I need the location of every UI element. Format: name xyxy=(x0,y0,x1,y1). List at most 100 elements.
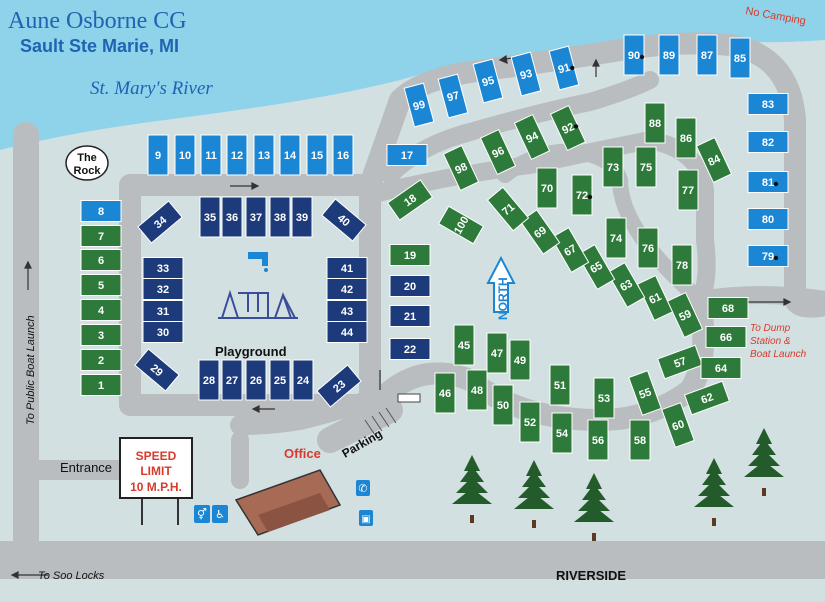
campsite-44: 44 xyxy=(326,321,368,343)
campsite-25: 25 xyxy=(269,359,291,401)
campsite-3: 3 xyxy=(80,324,122,346)
campsite-number: 28 xyxy=(203,375,215,387)
campsite-29: 29 xyxy=(134,348,180,392)
campsite-70: 70 xyxy=(536,167,558,209)
campsite-number: 98 xyxy=(453,161,469,177)
campsite-number: 26 xyxy=(250,375,262,387)
campsite-number: 39 xyxy=(296,212,308,224)
campsite-pad xyxy=(472,58,504,104)
campsite-12: 12 xyxy=(226,134,248,176)
campsite-86: 86 xyxy=(675,117,697,159)
campsite-47: 47 xyxy=(486,332,508,374)
campsite-number: 13 xyxy=(258,150,270,162)
campsite-number: 52 xyxy=(524,417,536,429)
dump-label-3: Boat Launch xyxy=(750,349,807,360)
campsite-pad xyxy=(403,82,435,128)
campsite-number: 30 xyxy=(157,327,169,339)
the-rock-marker: The Rock xyxy=(65,145,109,181)
campsite-pad xyxy=(747,208,789,230)
campsite-pad xyxy=(147,134,169,176)
campsite-pad xyxy=(80,374,122,396)
campsite-pad xyxy=(747,245,789,267)
campsite-69: 69 xyxy=(519,209,561,255)
campsite-64: 64 xyxy=(700,357,742,379)
riverside-road-label: RIVERSIDE xyxy=(556,568,626,583)
office-label-area: Office xyxy=(284,446,321,461)
campsite-59: 59 xyxy=(666,291,704,339)
campsite-pad xyxy=(675,117,697,159)
campsite-pad xyxy=(705,326,747,348)
campsite-number: 45 xyxy=(458,340,470,352)
campsite-number: 82 xyxy=(762,137,774,149)
campsite-79: 79 xyxy=(747,245,789,267)
soo-locks-label: To Soo Locks xyxy=(38,570,105,582)
campsite-11: 11 xyxy=(200,134,222,176)
campsite-pad xyxy=(747,131,789,153)
site-marker-dot xyxy=(573,124,579,129)
campsite-number: 11 xyxy=(205,150,217,162)
campsite-17: 17 xyxy=(386,144,428,166)
campground-location: Sault Ste Marie, MI xyxy=(20,36,179,56)
campsite-number: 51 xyxy=(554,380,566,392)
campsite-number: 99 xyxy=(412,99,427,114)
campsite-number: 44 xyxy=(341,327,354,339)
campsite-number: 66 xyxy=(720,332,732,344)
campsite-pad xyxy=(442,144,480,192)
campsite-84: 84 xyxy=(695,136,733,184)
campsite-75: 75 xyxy=(635,146,657,188)
campsite-72: 72 xyxy=(571,174,593,216)
campsite-7: 7 xyxy=(80,225,122,247)
campsite-number: 14 xyxy=(284,150,297,162)
campsite-pad xyxy=(695,136,733,184)
campsite-pad xyxy=(269,196,291,238)
campsite-40: 40 xyxy=(321,198,367,242)
accessible-icon: ♿ xyxy=(212,505,228,523)
campsite-number: 35 xyxy=(204,212,216,224)
campsite-number: 18 xyxy=(402,192,419,209)
site-marker-dot xyxy=(587,194,593,200)
campsite-45: 45 xyxy=(453,324,475,366)
campsite-pad xyxy=(683,380,731,416)
site-marker-dot xyxy=(773,181,779,187)
campsite-number: 21 xyxy=(404,311,416,323)
campsite-pad xyxy=(671,244,693,286)
campsite-pad xyxy=(453,324,475,366)
campsite-pad xyxy=(174,134,196,176)
restroom-icon: ⚥ xyxy=(194,505,210,523)
campsite-pad xyxy=(644,102,666,144)
campsite-78: 78 xyxy=(671,244,693,286)
campsite-9: 9 xyxy=(147,134,169,176)
campsite-92: 92 xyxy=(549,104,587,152)
campsite-pad xyxy=(434,372,456,414)
campsite-5: 5 xyxy=(80,274,122,296)
campsite-42: 42 xyxy=(326,278,368,300)
campsite-number: 15 xyxy=(311,150,323,162)
north-label: NORTH xyxy=(496,277,510,320)
campsite-67: 67 xyxy=(550,226,590,274)
campsite-number: 97 xyxy=(446,90,461,105)
campsite-55: 55 xyxy=(628,370,662,416)
campsite-pad xyxy=(291,196,313,238)
campsite-number: 81 xyxy=(762,177,774,189)
fire-icon: ▣ xyxy=(359,510,373,526)
campsite-number: 63 xyxy=(618,278,635,295)
campsite-pad xyxy=(142,257,184,279)
campsite-pad xyxy=(245,359,267,401)
campsite-number: 91 xyxy=(557,62,572,77)
campsite-54: 54 xyxy=(551,412,573,454)
campsite-pad xyxy=(326,321,368,343)
campsite-number: 84 xyxy=(706,153,723,169)
campsite-61: 61 xyxy=(636,274,674,322)
river-water xyxy=(0,0,825,150)
campsite-number: 80 xyxy=(762,214,774,226)
campground-title: Aune Osborne CG xyxy=(8,8,187,34)
campsite-pad xyxy=(549,364,571,406)
campsite-51: 51 xyxy=(549,364,571,406)
campsite-number: 38 xyxy=(274,212,286,224)
the-rock-label-2: Rock xyxy=(74,165,102,177)
campsite-36: 36 xyxy=(221,196,243,238)
campsite-pad xyxy=(437,73,469,119)
campsite-10: 10 xyxy=(174,134,196,176)
speed-line-1: SPEED xyxy=(136,449,177,463)
campsite-pad xyxy=(80,225,122,247)
